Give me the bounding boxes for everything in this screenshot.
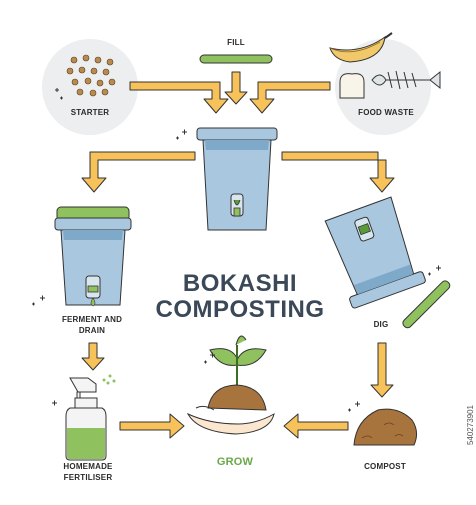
plant-hand-icon — [186, 335, 275, 435]
arrows — [81, 71, 395, 439]
label-dig: DIG — [373, 320, 389, 329]
label-food-waste: FOOD WASTE — [358, 108, 414, 117]
dig-bin-icon — [324, 196, 426, 309]
label-grow: GROW — [216, 456, 254, 468]
ferment-bin-icon — [54, 206, 132, 307]
compost-pile-icon — [353, 408, 418, 446]
dig-lid-icon — [402, 280, 451, 329]
label-compost: COMPOST — [364, 462, 406, 471]
watermark-id: 540273901 — [466, 405, 475, 446]
food-waste-icon — [329, 32, 441, 135]
fill-lid-icon — [199, 54, 273, 64]
label-ferment-line2: DRAIN — [78, 326, 106, 335]
starter-icon — [42, 39, 138, 135]
main-bin-icon — [196, 127, 278, 231]
label-starter: STARTER — [70, 108, 110, 117]
page-title-line1: BOKASHI — [182, 270, 298, 297]
sparkles — [32, 129, 441, 412]
spray-bottle-icon — [65, 374, 116, 461]
label-ferment-line1: FERMENT AND — [61, 315, 123, 324]
label-fill: FILL — [227, 38, 245, 47]
label-fertiliser-line2: FERTILISER — [63, 473, 113, 482]
label-fertiliser-line1: HOMEMADE — [63, 462, 113, 471]
page-title-line2: COMPOSTING — [155, 296, 325, 323]
